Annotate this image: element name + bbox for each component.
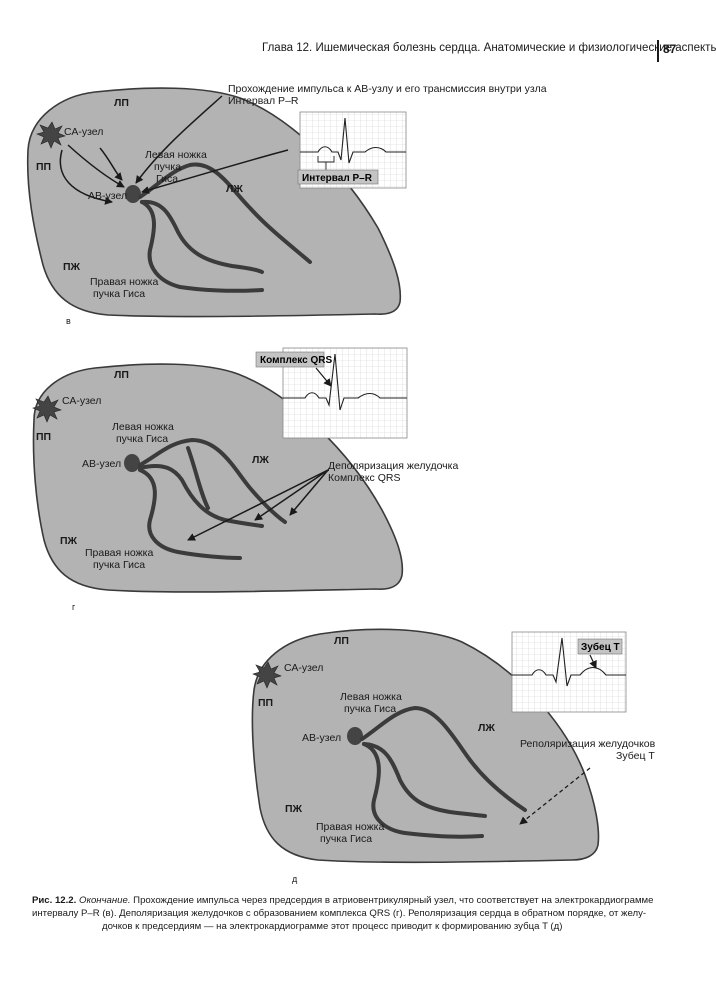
page-number: 87 — [663, 42, 677, 56]
ecg-trace — [300, 117, 406, 164]
ecg-inset: Интервал P–R — [297, 111, 407, 189]
left-bundle-label-1: Левая ножка — [340, 691, 402, 703]
annotation-line-2: Комплекс QRS — [328, 472, 400, 484]
sa-node-star-icon — [32, 395, 62, 423]
left-ventricle-label: ЛЖ — [226, 183, 243, 195]
bundle-branches — [360, 705, 527, 839]
right-bundle-label-2: пучка Гиса — [93, 559, 145, 571]
sa-node-label: СА-узел — [64, 126, 103, 138]
ecg-label: Зубец T — [581, 641, 620, 653]
left-bundle-label-3: Гиса — [156, 173, 178, 185]
ecg-label: Комплекс QRS — [260, 355, 333, 366]
sa-node-label: СА-узел — [62, 395, 101, 407]
running-title: Глава 12. Ишемическая болезнь сердца. Ан… — [262, 42, 716, 54]
left-ventricle-label: ЛЖ — [252, 454, 269, 466]
left-bundle-label-1: Левая ножка — [112, 421, 174, 433]
right-atrium-label: ПП — [36, 161, 51, 173]
right-bundle-label-2: пучка Гиса — [320, 833, 372, 845]
av-node-label: АВ-узел — [302, 732, 341, 744]
panel-letter: г — [72, 602, 76, 612]
left-bundle-label-2: пучка — [154, 161, 181, 173]
caption-label: Рис. 12.2. — [32, 895, 77, 906]
panel-letter: в — [66, 316, 71, 326]
right-atrium-label: ПП — [258, 697, 273, 709]
annotation-line-1: Прохождение импульса к АВ-узлу и его тра… — [228, 83, 547, 95]
left-bundle-label-1: Левая ножка — [145, 149, 207, 161]
panel-g: ЛП ПП ЛЖ ПЖ СА-узел АВ-узел Левая ножка … — [32, 347, 458, 612]
caption-line-1: Прохождение импульса через предсердия в … — [130, 895, 654, 906]
heart-conduction-figure: ЛП ПП ЛЖ ПЖ СА-узел АВ-узел Левая ножка … — [26, 83, 656, 884]
panel-d: ЛП ПП ЛЖ ПЖ СА-узел АВ-узел Левая ножка … — [251, 628, 656, 884]
ecg-label: Интервал P–R — [302, 173, 373, 184]
sa-node-star-icon — [252, 661, 282, 689]
right-ventricle-label: ПЖ — [285, 803, 303, 815]
right-ventricle-label: ПЖ — [60, 535, 78, 547]
right-bundle-label-1: Правая ножка — [85, 547, 153, 559]
caption-ending: Окончание. — [78, 895, 131, 906]
panel-letter: д — [292, 874, 298, 884]
left-bundle-label-2: пучка Гиса — [344, 703, 396, 715]
header-divider — [657, 40, 659, 62]
annotation-line-1: Реполяризация желудочков — [520, 738, 656, 750]
annotation-line-2: Зубец T — [616, 750, 655, 762]
ecg-trace — [512, 637, 626, 687]
right-bundle-label-1: Правая ножка — [316, 821, 384, 833]
left-ventricle-label: ЛЖ — [478, 722, 495, 734]
figure-caption: Рис. 12.2. Окончание. Прохождение импуль… — [32, 894, 682, 933]
right-atrium-label: ПП — [36, 431, 51, 443]
caption-line-3: дочков к предсердиям — на электрокардиог… — [102, 921, 563, 932]
left-atrium-label: ЛП — [114, 97, 129, 109]
left-atrium-label: ЛП — [334, 635, 349, 647]
sa-node-star-icon — [36, 121, 66, 149]
av-node — [347, 727, 363, 745]
ecg-inset: Зубец T — [511, 631, 627, 713]
ecg-trace — [283, 353, 407, 411]
bundle-branches — [138, 437, 287, 560]
right-bundle-label-1: Правая ножка — [90, 276, 158, 288]
ecg-inset: Комплекс QRS — [255, 347, 408, 439]
right-ventricle-label: ПЖ — [63, 261, 81, 273]
left-atrium-label: ЛП — [114, 369, 129, 381]
right-bundle-label-2: пучка Гиса — [93, 288, 145, 300]
panel-v: ЛП ПП ЛЖ ПЖ СА-узел АВ-узел Левая ножка … — [26, 83, 547, 326]
annotation-line-2: Интервал P–R — [228, 95, 299, 107]
av-node-label: АВ-узел — [88, 190, 127, 202]
av-node — [125, 185, 141, 203]
annotation-line-1: Деполяризация желудочка — [328, 460, 458, 472]
caption-line-2: интервалу P–R (в). Деполяризация желудоч… — [32, 908, 647, 919]
left-bundle-label-2: пучка Гиса — [116, 433, 168, 445]
av-node-label: АВ-узел — [82, 458, 121, 470]
bundle-branches — [138, 162, 312, 293]
av-node — [124, 454, 140, 472]
sa-node-label: СА-узел — [284, 662, 323, 674]
